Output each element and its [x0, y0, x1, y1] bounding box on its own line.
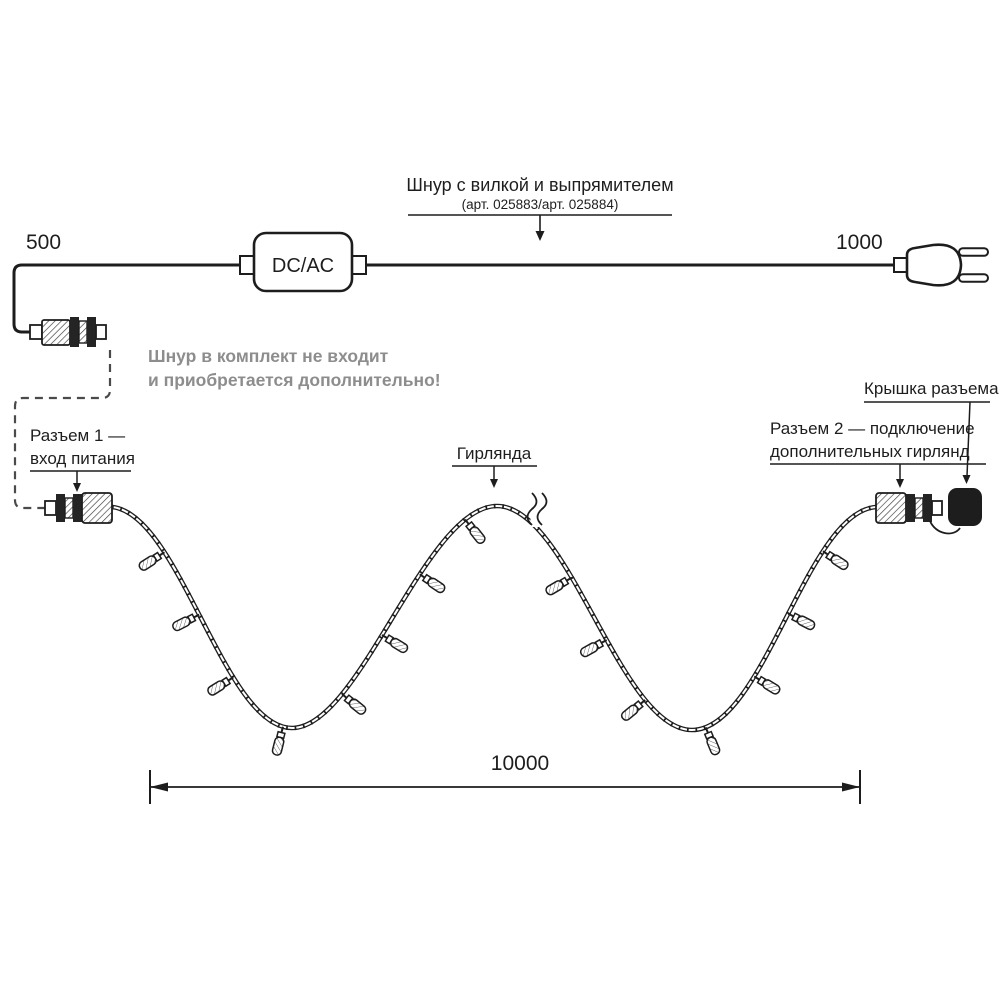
garland-callout: Гирлянда — [452, 444, 537, 488]
connector1-tip — [44, 500, 57, 516]
led-bulb — [172, 613, 200, 632]
led-bulb — [787, 612, 816, 631]
wire-twist-texture — [111, 503, 877, 733]
led-bulb — [381, 634, 409, 654]
bulbs-layer — [138, 518, 849, 756]
cord-left-wire — [12, 263, 240, 334]
led-bulb — [464, 518, 486, 545]
connector1-label-line2: вход питания — [30, 449, 135, 468]
connector2-body — [875, 492, 907, 524]
led-bulb — [419, 573, 446, 594]
plug-pin-top — [958, 247, 989, 257]
plug-strain-relief — [893, 257, 908, 273]
connector-rib — [70, 317, 79, 347]
plug-body — [905, 243, 963, 287]
garland-wire — [111, 503, 877, 733]
connector-2 — [875, 488, 982, 535]
connector1-rib — [56, 494, 65, 522]
connector-body-hatched — [41, 319, 71, 346]
converter-right-nub — [351, 255, 367, 275]
connector-rib2 — [87, 317, 96, 347]
led-bulb — [703, 726, 721, 756]
connector-collar — [78, 320, 88, 344]
converter-left-nub — [239, 255, 255, 275]
cap-arrowhead — [962, 475, 971, 484]
note-line-1: Шнур в комплект не входит — [148, 346, 389, 366]
garland-label: Гирлянда — [457, 444, 532, 463]
plug-pin-bottom — [958, 273, 989, 283]
dim-500-label: 500 — [26, 231, 61, 254]
led-bulb — [753, 675, 781, 695]
dim-1000-label: 1000 — [836, 231, 883, 254]
led-bulb — [620, 699, 646, 721]
converter-body — [252, 231, 354, 293]
connector2-arrowhead — [896, 479, 904, 488]
converter-label: DC/AC — [272, 255, 334, 277]
dashed-optional-cord-route — [13, 350, 112, 510]
connector1-collar — [64, 497, 74, 519]
connector2-tip — [931, 500, 943, 516]
led-bulb — [579, 638, 608, 658]
cord-title-label: Шнур с вилкой и выпрямителем — [406, 175, 673, 195]
dimension-10000: 10000 — [149, 752, 861, 804]
cap-callout: Крышка разъема — [864, 379, 999, 484]
cord-callout-arrowhead — [535, 231, 545, 241]
connector-tip — [95, 324, 107, 340]
connector1-label-line1: Разъем 1 — — [30, 426, 125, 445]
connector1-body — [81, 492, 113, 524]
led-bulb — [822, 550, 849, 571]
connector-1 — [44, 492, 113, 524]
connector2-collar — [914, 497, 924, 519]
converter-box: DC/AC — [239, 231, 367, 293]
break-squiggle-2 — [536, 492, 548, 526]
cap-label: Крышка разъема — [864, 379, 999, 398]
connector2-rib2 — [923, 494, 932, 522]
cord-output-connector — [29, 317, 107, 347]
cord-callout: Шнур с вилкой и выпрямителем (арт. 02588… — [406, 175, 674, 241]
connector1-rib2 — [73, 494, 82, 522]
led-bulb — [545, 576, 573, 596]
note-line-2: и приобретается дополнительно! — [148, 370, 441, 390]
led-bulb — [341, 693, 367, 715]
break-squiggle-1 — [526, 492, 538, 526]
led-bulb — [138, 551, 166, 571]
cord-note: Шнур в комплект не входит и приобретаетс… — [148, 346, 441, 390]
dim-10000-label: 10000 — [491, 752, 549, 775]
connector-back — [29, 324, 43, 340]
cord-art-label: (арт. 025883/арт. 025884) — [462, 197, 619, 212]
power-plug — [893, 243, 989, 287]
garland-arrowhead — [490, 479, 498, 488]
cap-leader — [966, 401, 971, 477]
connector1-arrowhead — [73, 483, 81, 492]
connector-cap — [948, 488, 982, 526]
dim-arrow-right — [842, 782, 860, 792]
led-bulb — [271, 726, 286, 756]
wire-break-mark — [526, 492, 548, 527]
dim-arrow-left — [150, 782, 168, 792]
led-bulb — [207, 676, 234, 696]
connector2-label-line1: Разъем 2 — подключение — [770, 419, 975, 438]
connector2-callout: Разъем 2 — подключение дополнительных ги… — [770, 419, 986, 488]
cap-leash — [929, 520, 961, 535]
connector1-callout: Разъем 1 — вход питания — [30, 426, 135, 492]
connector2-rib — [906, 494, 915, 522]
wire-outer — [111, 503, 877, 733]
connector2-label-line2: дополнительных гирлянд — [770, 442, 970, 461]
wire-core — [111, 504, 877, 732]
